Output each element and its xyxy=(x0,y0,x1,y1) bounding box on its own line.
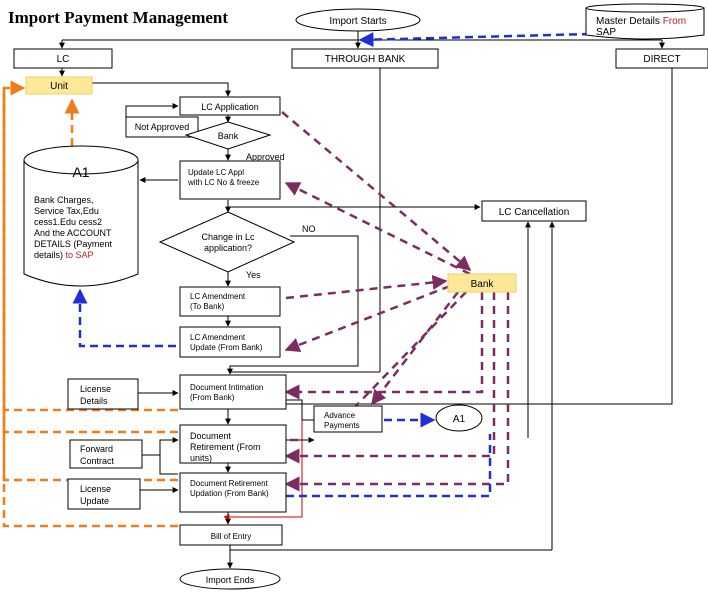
a1-line-3: And the ACCOUNT xyxy=(34,228,112,238)
license-update-box: License Update xyxy=(67,478,141,510)
a1-line-2: cess1.Edu cess2 xyxy=(34,217,102,227)
svg-text:details) to SAP: details) to SAP xyxy=(34,250,94,260)
master-details-database: Master Details From SAP xyxy=(585,3,705,40)
a1-line-0: Bank Charges, xyxy=(34,195,94,205)
bill-of-entry-box: Bill of Entry xyxy=(179,524,283,546)
through-bank-box: THROUGH BANK xyxy=(291,48,439,69)
lc-cancellation-box: LC Cancellation xyxy=(481,200,587,222)
yes-label: Yes xyxy=(246,270,261,280)
forward-contract-line2: Contract xyxy=(80,456,115,466)
bank-decision-diamond: Bank xyxy=(184,121,272,150)
page-title: Import Payment Management xyxy=(8,8,228,27)
no-label: NO xyxy=(302,224,316,234)
bill-of-entry-label: Bill of Entry xyxy=(211,532,251,541)
lc-amendment-update-line2: Update (From Bank) xyxy=(190,343,263,352)
import-starts-node: Import Starts xyxy=(295,8,421,32)
solid-connectors xyxy=(59,31,673,569)
purple-dashed-connectors xyxy=(281,111,510,492)
a1-line-5-sap: to SAP xyxy=(66,250,94,260)
document-intimation-box: Document Intimation (From Bank) xyxy=(179,374,287,410)
forward-contract-box: Forward Contract xyxy=(69,439,143,469)
master-details-sap: SAP xyxy=(596,27,616,38)
lc-amendment-line2: (To Bank) xyxy=(190,302,225,311)
change-lc-line2: application? xyxy=(204,243,252,253)
document-retirement-updation-line2: Updation (From Bank) xyxy=(190,489,269,498)
svg-text:Master Details From: Master Details From xyxy=(596,16,686,27)
lc-application-box: LC Application xyxy=(179,96,281,116)
change-lc-line1: Change in Lc xyxy=(201,232,255,242)
license-update-line1: License xyxy=(80,484,111,494)
license-details-line1: License xyxy=(80,384,111,394)
license-details-line2: Details xyxy=(80,396,108,406)
direct-box: DIRECT xyxy=(615,48,708,69)
document-retirement-updation-line1: Document Retirement xyxy=(190,479,269,488)
lc-amendment-box: LC Amendment (To Bank) xyxy=(179,286,281,317)
lc-amendment-line1: LC Amendment xyxy=(190,292,246,301)
a1-line-5: details) xyxy=(34,250,63,260)
import-ends-label: Import Ends xyxy=(206,575,255,585)
unit-label: Unit xyxy=(50,81,68,92)
import-ends-node: Import Ends xyxy=(179,568,281,590)
document-intimation-line2: (From Bank) xyxy=(190,393,235,402)
lc-amendment-update-box: LC Amendment Update (From Bank) xyxy=(179,326,281,358)
document-retirement-updation-box: Document Retirement Updation (From Bank) xyxy=(179,472,287,513)
approved-label: Approved xyxy=(246,152,285,162)
bank-label: Bank xyxy=(471,279,495,290)
a1-database-title: A1 xyxy=(72,164,89,180)
lc-amendment-update-line1: LC Amendment xyxy=(190,333,246,342)
a1-line-4: DETAILS (Payment xyxy=(34,239,112,249)
update-lc-box: Update LC Appl with LC No & freeze xyxy=(179,160,281,200)
master-details-from: From xyxy=(663,16,686,27)
advance-payments-line1: Advance xyxy=(324,411,356,420)
document-intimation-line1: Document Intimation xyxy=(190,383,263,392)
master-details-label: Master Details xyxy=(596,16,660,27)
direct-label: DIRECT xyxy=(643,54,680,65)
unit-box: Unit xyxy=(25,76,93,95)
a1-circle-label: A1 xyxy=(453,414,466,425)
lc-application-label: LC Application xyxy=(201,102,259,112)
import-starts-label: Import Starts xyxy=(329,16,386,27)
forward-contract-line1: Forward xyxy=(80,444,113,454)
advance-payments-line2: Payments xyxy=(324,421,360,430)
document-retirement-line3: units) xyxy=(190,453,212,463)
red-connector xyxy=(223,420,303,520)
license-details-box: License Details xyxy=(67,378,139,410)
update-lc-line1: Update LC Appl xyxy=(188,168,244,177)
blue-dashed-connectors xyxy=(72,32,591,498)
advance-payments-box: Advance Payments xyxy=(313,405,383,433)
lc-label: LC xyxy=(57,54,70,65)
change-lc-diamond: Change in Lc application? xyxy=(158,211,296,273)
lc-cancellation-label: LC Cancellation xyxy=(499,207,570,218)
lc-box: LC xyxy=(13,48,113,69)
a1-line-1: Service Tax,Edu xyxy=(34,206,99,216)
a1-connector-circle: A1 xyxy=(435,404,483,432)
a1-database: A1 Bank Charges, Service Tax,Edu cess1.E… xyxy=(23,145,139,287)
document-retirement-line2: Retirement (From xyxy=(190,442,261,452)
not-approved-label: Not Approved xyxy=(135,122,190,132)
not-approved-box: Not Approved xyxy=(125,116,199,138)
document-retirement-box: Document Retirement (From units) xyxy=(179,424,287,464)
bank-decision-label: Bank xyxy=(218,131,239,141)
through-bank-label: THROUGH BANK xyxy=(325,54,406,65)
license-update-line2: Update xyxy=(80,496,109,506)
update-lc-line2: with LC No & freeze xyxy=(187,178,260,187)
document-retirement-line1: Document xyxy=(190,431,232,441)
bank-box: Bank xyxy=(447,273,517,293)
